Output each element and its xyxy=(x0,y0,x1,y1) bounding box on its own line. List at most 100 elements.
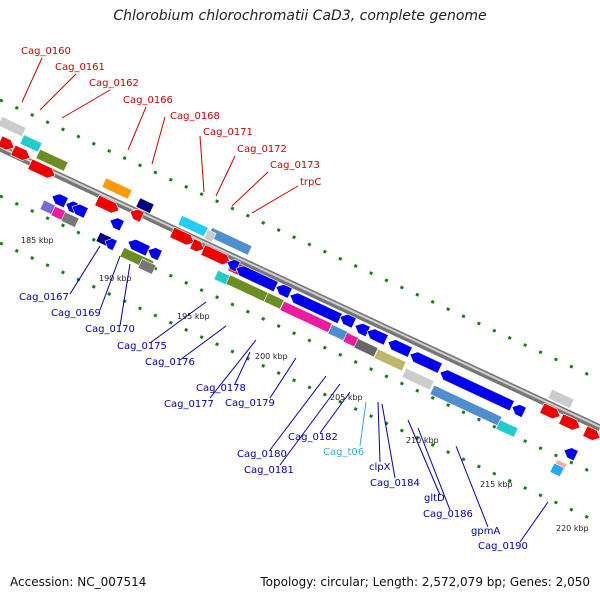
gene-label-cag-0182[interactable]: Cag_0182 xyxy=(288,432,338,443)
leader-line-18 xyxy=(279,383,341,466)
gene-feature-51[interactable] xyxy=(353,338,379,358)
leader-line-23 xyxy=(407,419,441,496)
gene-label-cag-0171[interactable]: Cag_0171 xyxy=(203,127,253,138)
leader-line-4 xyxy=(151,116,166,165)
gene-feature-47[interactable] xyxy=(386,337,413,358)
leader-line-25 xyxy=(455,445,489,528)
gene-label-cag-0186[interactable]: Cag_0186 xyxy=(423,509,473,520)
gene-feature-7[interactable] xyxy=(135,197,155,214)
leader-line-2 xyxy=(61,89,111,119)
genome-backbone xyxy=(0,144,600,432)
gene-feature-13[interactable] xyxy=(169,226,197,247)
gene-feature-14[interactable] xyxy=(189,238,207,255)
gene-feature-31[interactable] xyxy=(146,245,163,262)
gene-label-gltd[interactable]: gltD xyxy=(424,493,445,504)
gene-label-cag-0169[interactable]: Cag_0169 xyxy=(51,308,101,319)
gene-feature-46[interactable] xyxy=(365,326,389,346)
gene-feature-4[interactable] xyxy=(10,144,33,163)
gene-feature-8[interactable] xyxy=(94,194,122,215)
leader-line-3 xyxy=(127,106,147,151)
leader-line-21 xyxy=(377,401,381,463)
gene-feature-36[interactable] xyxy=(274,282,293,299)
gene-feature-6[interactable] xyxy=(101,177,133,200)
gene-label-cag-0184[interactable]: Cag_0184 xyxy=(370,478,420,489)
gene-label-cag-0172[interactable]: Cag_0172 xyxy=(237,144,287,155)
gene-label-cag-0178[interactable]: Cag_0178 xyxy=(196,383,246,394)
gene-label-cag-0190[interactable]: Cag_0190 xyxy=(478,541,528,552)
gene-feature-53[interactable] xyxy=(401,367,435,391)
gene-feature-9[interactable] xyxy=(128,207,145,223)
kbp-label-210: 210 kbp xyxy=(406,436,439,445)
gene-feature-3[interactable] xyxy=(0,135,16,153)
kbp-tick-labels: 185 kbp 190 kbp 195 kbp 200 kbp 205 kbp … xyxy=(21,236,589,533)
gene-label-cag-0181[interactable]: Cag_0181 xyxy=(244,465,294,476)
leader-line-1 xyxy=(39,73,77,111)
gene-label-cag-0179[interactable]: Cag_0179 xyxy=(225,398,275,409)
gene-label-cag-0175[interactable]: Cag_0175 xyxy=(117,341,167,352)
gene-feature-27[interactable] xyxy=(108,215,125,232)
gene-feature-44[interactable] xyxy=(338,312,357,329)
leader-line-17 xyxy=(269,375,327,451)
gene-feature-50[interactable] xyxy=(510,402,527,418)
leader-line-16 xyxy=(269,357,297,399)
gene-feature-30[interactable] xyxy=(126,237,151,257)
gene-feature-55[interactable] xyxy=(495,419,519,438)
gene-feature-56[interactable] xyxy=(562,445,579,462)
gene-feature-41[interactable] xyxy=(279,300,333,333)
gene-feature-23[interactable] xyxy=(70,202,89,219)
kbp-label-185: 185 kbp xyxy=(21,236,54,245)
kbp-label-215: 215 kbp xyxy=(480,480,513,489)
forward-gene-labels: Cag_0160 Cag_0161 Cag_0162 Cag_0166 Cag_… xyxy=(21,46,321,188)
gene-label-cag-0173[interactable]: Cag_0173 xyxy=(270,160,320,171)
gene-label-cag-0161[interactable]: Cag_0161 xyxy=(55,62,105,73)
gene-label-cag-0180[interactable]: Cag_0180 xyxy=(237,449,287,460)
gene-label-trpc[interactable]: trpC xyxy=(300,177,321,188)
gene-label-cag-0176[interactable]: Cag_0176 xyxy=(145,357,195,368)
gene-feature-12[interactable] xyxy=(203,229,217,243)
gene-feature-29[interactable] xyxy=(103,236,118,252)
gene-feature-52[interactable] xyxy=(373,348,407,372)
gene-label-cag-0162[interactable]: Cag_0162 xyxy=(89,78,139,89)
gene-feature-58[interactable] xyxy=(549,462,565,478)
leader-line-6 xyxy=(215,155,236,197)
gene-feature-40[interactable] xyxy=(263,292,285,310)
gene-feature-10[interactable] xyxy=(177,215,209,238)
gene-feature-20[interactable] xyxy=(582,425,600,443)
gene-label-cag-0177[interactable]: Cag_0177 xyxy=(164,399,214,410)
gene-feature-15[interactable] xyxy=(200,244,233,268)
gene-feature-35[interactable] xyxy=(234,263,279,293)
strand-guide-0 xyxy=(0,98,600,382)
gene-feature-37[interactable] xyxy=(288,290,343,325)
gene-feature-17[interactable] xyxy=(547,388,575,409)
leader-line-26 xyxy=(519,501,549,543)
gene-label-cag-0166[interactable]: Cag_0166 xyxy=(123,95,173,106)
leader-line-24 xyxy=(417,427,451,511)
gene-feature-45[interactable] xyxy=(353,321,371,338)
gene-label-cag-t06[interactable]: Cag_t06 xyxy=(323,447,364,458)
leader-line-22 xyxy=(381,403,396,479)
gene-feature-33[interactable] xyxy=(137,258,157,275)
leader-line-9 xyxy=(69,245,101,295)
gene-feature-5[interactable] xyxy=(27,158,58,181)
leader-line-0 xyxy=(21,57,43,103)
gene-feature-18[interactable] xyxy=(539,402,563,421)
gene-label-cag-0167[interactable]: Cag_0167 xyxy=(19,292,69,303)
gene-feature-2[interactable] xyxy=(35,148,69,172)
leader-line-15 xyxy=(234,351,251,385)
gene-feature-1[interactable] xyxy=(19,134,43,153)
gene-features xyxy=(0,116,600,478)
gene-feature-48[interactable] xyxy=(408,349,443,374)
gene-label-cag-0160[interactable]: Cag_0160 xyxy=(21,46,71,57)
gene-feature-26[interactable] xyxy=(60,211,80,228)
gene-feature-19[interactable] xyxy=(558,413,583,433)
gene-label-cag-0168[interactable]: Cag_0168 xyxy=(170,111,220,122)
kbp-label-190: 190 kbp xyxy=(99,274,132,283)
gene-feature-49[interactable] xyxy=(438,367,515,412)
gene-label-cag-0170[interactable]: Cag_0170 xyxy=(85,324,135,335)
gene-feature-21[interactable] xyxy=(50,191,69,209)
gene-feature-0[interactable] xyxy=(0,116,27,138)
gene-label-gpma[interactable]: gpmA xyxy=(471,526,500,537)
gene-label-clpx[interactable]: clpX xyxy=(369,462,391,473)
map-title: Chlorobium chlorochromatii CaD3, complet… xyxy=(113,8,487,24)
